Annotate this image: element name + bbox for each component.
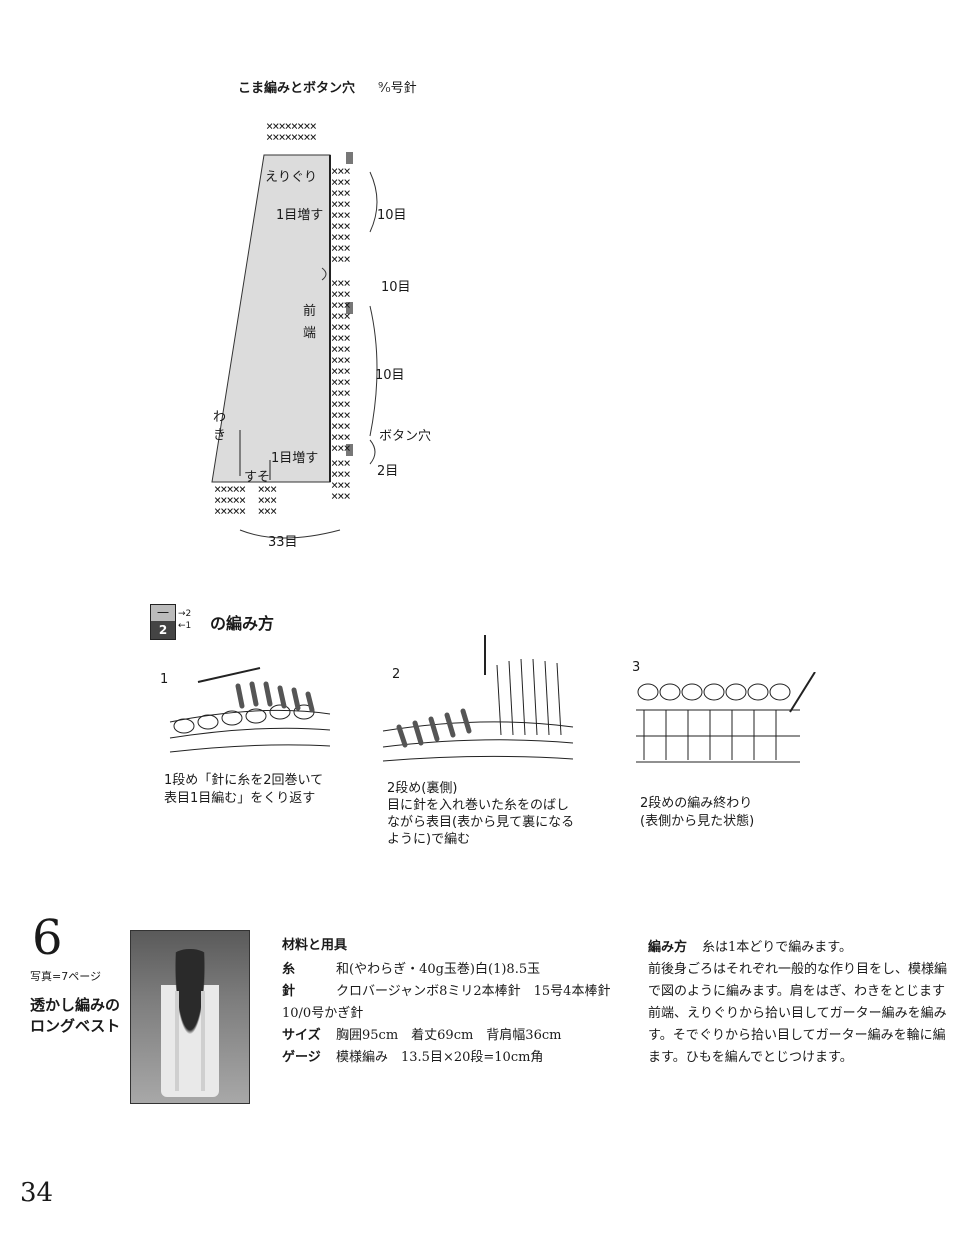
label-count-10-a: 10目 <box>377 208 407 223</box>
step-1-caption: 1段め「針に糸を2回巻いて 表目1目編む」をくり返す <box>164 773 324 806</box>
project-number: 6 <box>32 910 63 966</box>
method-heading: 編み方 <box>648 940 688 955</box>
label-side-2: き <box>213 428 227 443</box>
method-line-2: 前後身ごろはそれぞれ一般的な作り目をし、模様編 <box>648 962 948 977</box>
label-count-33: 33目 <box>268 535 298 550</box>
chart-title: こま編みとボタン穴 <box>238 81 356 96</box>
stitch-rows-middle: ××× ××× ××× ××× ××× ××× ××× ××× ××× ××× … <box>331 276 351 455</box>
step-2-caption: 2段め(裏側) 目に針を入れ巻いた糸をのばし ながら表目(表から見て裏になる よ… <box>387 781 575 847</box>
method-line-4: 前端、えりぐりから拾い目してガーター編みを編み <box>648 1006 947 1021</box>
label-side-1: わ <box>213 410 227 425</box>
label-count-2: 2目 <box>377 464 399 479</box>
size-value: 胸囲95cm 着丈69cm 背肩幅36cm <box>336 1028 562 1043</box>
yarn-value: 和(やわらぎ・40g玉巻)白(1)8.5玉 <box>336 962 541 977</box>
project-title-line1: 透かし編みの <box>30 996 121 1014</box>
step-2-illustration <box>382 635 574 762</box>
method-line-1: 糸は1本どりで編みます。 <box>702 940 852 955</box>
step-1-number: 1 <box>160 672 169 687</box>
needle-label: 針 <box>282 984 296 999</box>
label-count-10-c: 10目 <box>375 368 405 383</box>
step-3-illustration <box>636 672 816 763</box>
size-label: サイズ <box>282 1028 321 1043</box>
label-increase-bottom: 1目増す <box>271 451 319 466</box>
step-2-number: 2 <box>392 667 401 682</box>
label-neckline: えりぐり <box>265 170 318 185</box>
needle-value: クロバージャンボ8ミリ2本棒針 15号4本棒針 <box>336 984 611 999</box>
stitch-rows-top: ×××××××× ×××××××× <box>266 119 317 144</box>
hook-value: 10/0号かぎ針 <box>282 1006 364 1021</box>
step-3-number: 3 <box>632 660 641 675</box>
label-buttonhole: ボタン穴 <box>379 429 432 444</box>
materials-heading: 材料と用具 <box>282 938 348 953</box>
label-increase-top: 1目増す <box>276 208 324 223</box>
model-photo <box>130 930 250 1104</box>
gauge-label: ゲージ <box>282 1050 321 1065</box>
page-number: 34 <box>20 1178 54 1208</box>
stitch-symbol: 一 2 <box>150 604 176 640</box>
stitch-rows-bottom: ××××× ××× ××××× ××× ××××× ××× <box>214 482 277 518</box>
yarn-label: 糸 <box>282 962 296 977</box>
method-line-6: ます。ひもを編んでとじつけます。 <box>648 1050 853 1065</box>
stitch-symbol-marks: →2 ←1 <box>178 609 192 631</box>
project-title-line2: ロングベスト <box>30 1017 121 1035</box>
technique-title: の編み方 <box>210 614 275 633</box>
stitch-rows-lower: ××× ××× ××× ××× <box>331 456 351 503</box>
method-line-3: で図のように編みます。肩をはぎ、わきをとじます <box>648 984 946 999</box>
chart-diagram <box>211 152 378 539</box>
label-front-1: 前 <box>303 304 317 319</box>
photo-reference: 写真=7ページ <box>30 970 101 983</box>
step-1-illustration <box>169 667 331 753</box>
stitch-rows-upper: ××× ××× ××× ××× ××× ××× ××× ××× ××× <box>331 164 351 266</box>
label-hem: すそ <box>244 470 271 485</box>
chart-hook-size: ⁹⁄₀号針 <box>378 81 417 96</box>
step-3-caption: 2段めの編み終わり (表側から見た状態) <box>640 796 755 829</box>
gauge-value: 模様編み 13.5目×20段=10cm角 <box>336 1050 544 1065</box>
method-line-5: す。そでぐりから拾い目してガーター編みを輪に編 <box>648 1028 946 1043</box>
label-count-10-b: 10目 <box>381 280 411 295</box>
label-front-2: 端 <box>303 326 317 341</box>
